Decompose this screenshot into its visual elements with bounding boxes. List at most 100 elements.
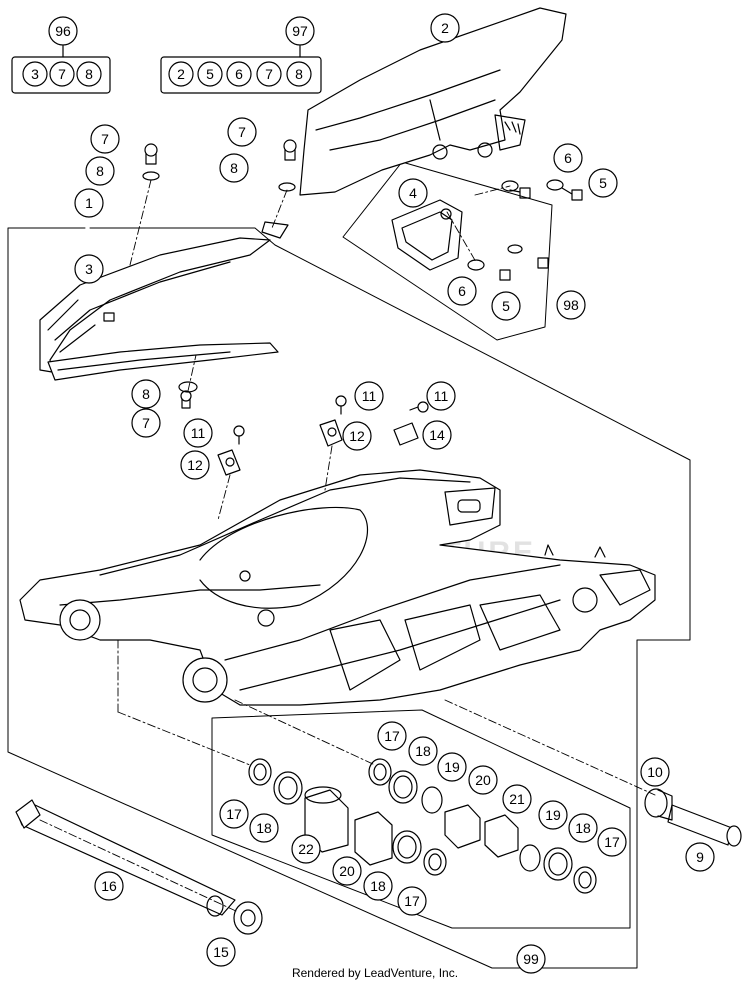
clip-14 [393, 422, 419, 446]
svg-text:2: 2 [441, 20, 449, 36]
callout-17-a: 17 [377, 721, 407, 751]
callout-18-b: 18 [249, 813, 279, 843]
svg-text:3: 3 [85, 261, 93, 277]
kit-97-item-7: 7 [256, 61, 282, 87]
kit-97-item-5: 5 [197, 61, 223, 87]
kit-96-box [11, 45, 111, 94]
clamp-left [217, 449, 241, 476]
callout-19-b: 19 [538, 800, 568, 830]
svg-text:12: 12 [187, 457, 203, 473]
svg-text:8: 8 [295, 66, 303, 82]
svg-text:19: 19 [545, 807, 561, 823]
callout-7-c: 7 [131, 408, 161, 438]
washer-8-a [142, 171, 160, 181]
screw-7-c [180, 390, 192, 409]
callout-8-a: 8 [85, 156, 115, 186]
callout-6-a: 6 [553, 143, 583, 173]
svg-text:21: 21 [509, 791, 525, 807]
svg-text:17: 17 [226, 806, 242, 822]
kit-96-item-3: 3 [22, 61, 48, 87]
callout-18-a: 18 [408, 736, 438, 766]
callout-99: 99 [516, 944, 546, 974]
callout-5-a: 5 [588, 168, 618, 198]
callout-2: 2 [430, 13, 460, 43]
svg-text:19: 19 [444, 759, 460, 775]
svg-text:11: 11 [434, 388, 449, 404]
svg-text:7: 7 [238, 124, 246, 140]
callout-98: 98 [556, 290, 586, 320]
washer-6-a [501, 180, 519, 192]
kit-97-item-2: 2 [168, 61, 194, 87]
bearing-17-c [423, 848, 447, 876]
bolt-5-b [561, 187, 583, 201]
bearing-17-b [368, 758, 392, 786]
bolt-9 [667, 804, 742, 847]
callout-11-c: 11 [426, 381, 456, 411]
screw-11-b [335, 395, 347, 415]
callout-12-a: 12 [180, 450, 210, 480]
callout-21: 21 [502, 784, 532, 814]
callout-20-a: 20 [468, 765, 498, 795]
seal-18-b [388, 770, 418, 804]
ring-19-a [421, 786, 443, 814]
svg-text:14: 14 [429, 427, 445, 443]
callout-6-b: 6 [447, 276, 477, 306]
callout-10: 10 [640, 757, 670, 787]
callout-4: 4 [398, 178, 428, 208]
spacer-20-a [354, 811, 393, 866]
chain-slider [39, 221, 289, 381]
callout-17-c: 17 [597, 827, 627, 857]
kit-97-box [160, 45, 322, 94]
svg-text:16: 16 [101, 878, 117, 894]
svg-text:99: 99 [523, 951, 539, 967]
pivot-axle [15, 799, 236, 917]
washer-8-c [178, 381, 198, 393]
callout-22: 22 [291, 834, 321, 864]
callout-20-b: 20 [332, 856, 362, 886]
svg-text:20: 20 [339, 863, 355, 879]
svg-text:10: 10 [647, 764, 663, 780]
callout-8-b: 8 [219, 153, 249, 183]
svg-text:17: 17 [404, 893, 420, 909]
svg-text:17: 17 [604, 834, 620, 850]
svg-text:8: 8 [85, 66, 93, 82]
callout-18-d: 18 [363, 871, 393, 901]
kit-97-item-8: 8 [286, 61, 312, 87]
kit-97-item-6: 6 [226, 61, 252, 87]
svg-text:98: 98 [563, 297, 579, 313]
washer-6-b [546, 179, 564, 191]
callout-5-b: 5 [491, 291, 521, 321]
svg-text:18: 18 [370, 878, 386, 894]
footer-credit: Rendered by LeadVenture, Inc. [0, 966, 750, 980]
svg-text:3: 3 [31, 66, 39, 82]
svg-text:5: 5 [206, 66, 214, 82]
pivot-nut [233, 901, 263, 935]
svg-text:15: 15 [213, 944, 229, 960]
svg-text:1: 1 [85, 195, 93, 211]
screw-7-a [144, 143, 158, 165]
svg-text:11: 11 [191, 425, 206, 441]
callout-1: 1 [74, 188, 104, 218]
callout-19-a: 19 [437, 752, 467, 782]
svg-text:6: 6 [458, 283, 466, 299]
callout-18-c: 18 [568, 813, 598, 843]
screw-7-b [283, 139, 297, 161]
callout-14: 14 [422, 420, 452, 450]
callouts: 96 97 2 7 8 7 8 1 3 6 5 4 6 5 98 8 7 11 … [22, 13, 715, 974]
spacer-20-b [444, 804, 481, 849]
bushing-10 [644, 788, 673, 821]
callout-96: 96 [48, 16, 78, 46]
svg-text:8: 8 [142, 386, 150, 402]
callout-12-b: 12 [342, 421, 372, 451]
callout-97: 97 [285, 16, 315, 46]
svg-text:22: 22 [298, 841, 314, 857]
bolt-5-d [537, 257, 549, 269]
group-99-boundary [211, 709, 631, 929]
chain-guide [391, 199, 463, 271]
washer-6-c [467, 259, 485, 271]
svg-text:8: 8 [230, 160, 238, 176]
svg-text:7: 7 [142, 415, 150, 431]
callout-11-a: 11 [183, 418, 213, 448]
svg-text:18: 18 [256, 820, 272, 836]
